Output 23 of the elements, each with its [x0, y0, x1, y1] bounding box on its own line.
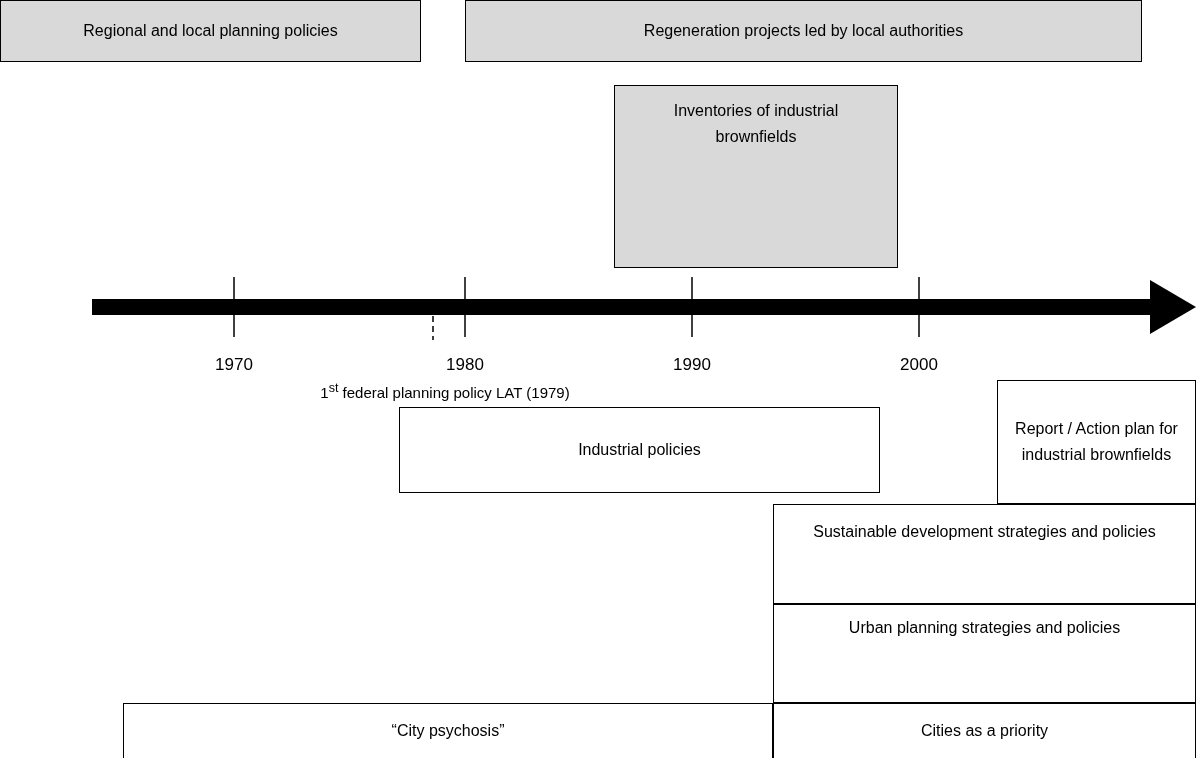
event-note: 1$^{st}$ federal planning policy LAT (1979) — [320, 380, 570, 403]
year-label: 1970 — [214, 354, 254, 376]
period-box — [465, 0, 1142, 62]
box-text: Regeneration projects led by local authorities — [643, 21, 964, 42]
box-text: Regional and local planning policies — [83, 21, 338, 42]
period-box — [773, 703, 1196, 758]
period-box — [614, 85, 898, 268]
year-label: 2000 — [899, 354, 939, 376]
box-text: Inventories of industrial brownfields — [672, 101, 840, 147]
period-box — [0, 0, 421, 62]
period-box — [399, 407, 880, 493]
period-box — [123, 703, 773, 758]
year-label: 1990 — [672, 354, 712, 376]
period-box — [773, 504, 1196, 604]
box-text: Industrial policies — [578, 440, 701, 461]
box-text: Report / Action plan for industrial brownfields — [1014, 419, 1179, 465]
box-text: “City psychosis” — [391, 721, 505, 741]
box-text: Urban planning strategies and policies — [848, 618, 1121, 638]
box-text: Sustainable development strategies and policies — [813, 522, 1156, 542]
year-label: 1980 — [445, 354, 485, 376]
period-box — [773, 604, 1196, 703]
box-text: Cities as a priority — [920, 721, 1049, 741]
period-box — [997, 380, 1196, 504]
